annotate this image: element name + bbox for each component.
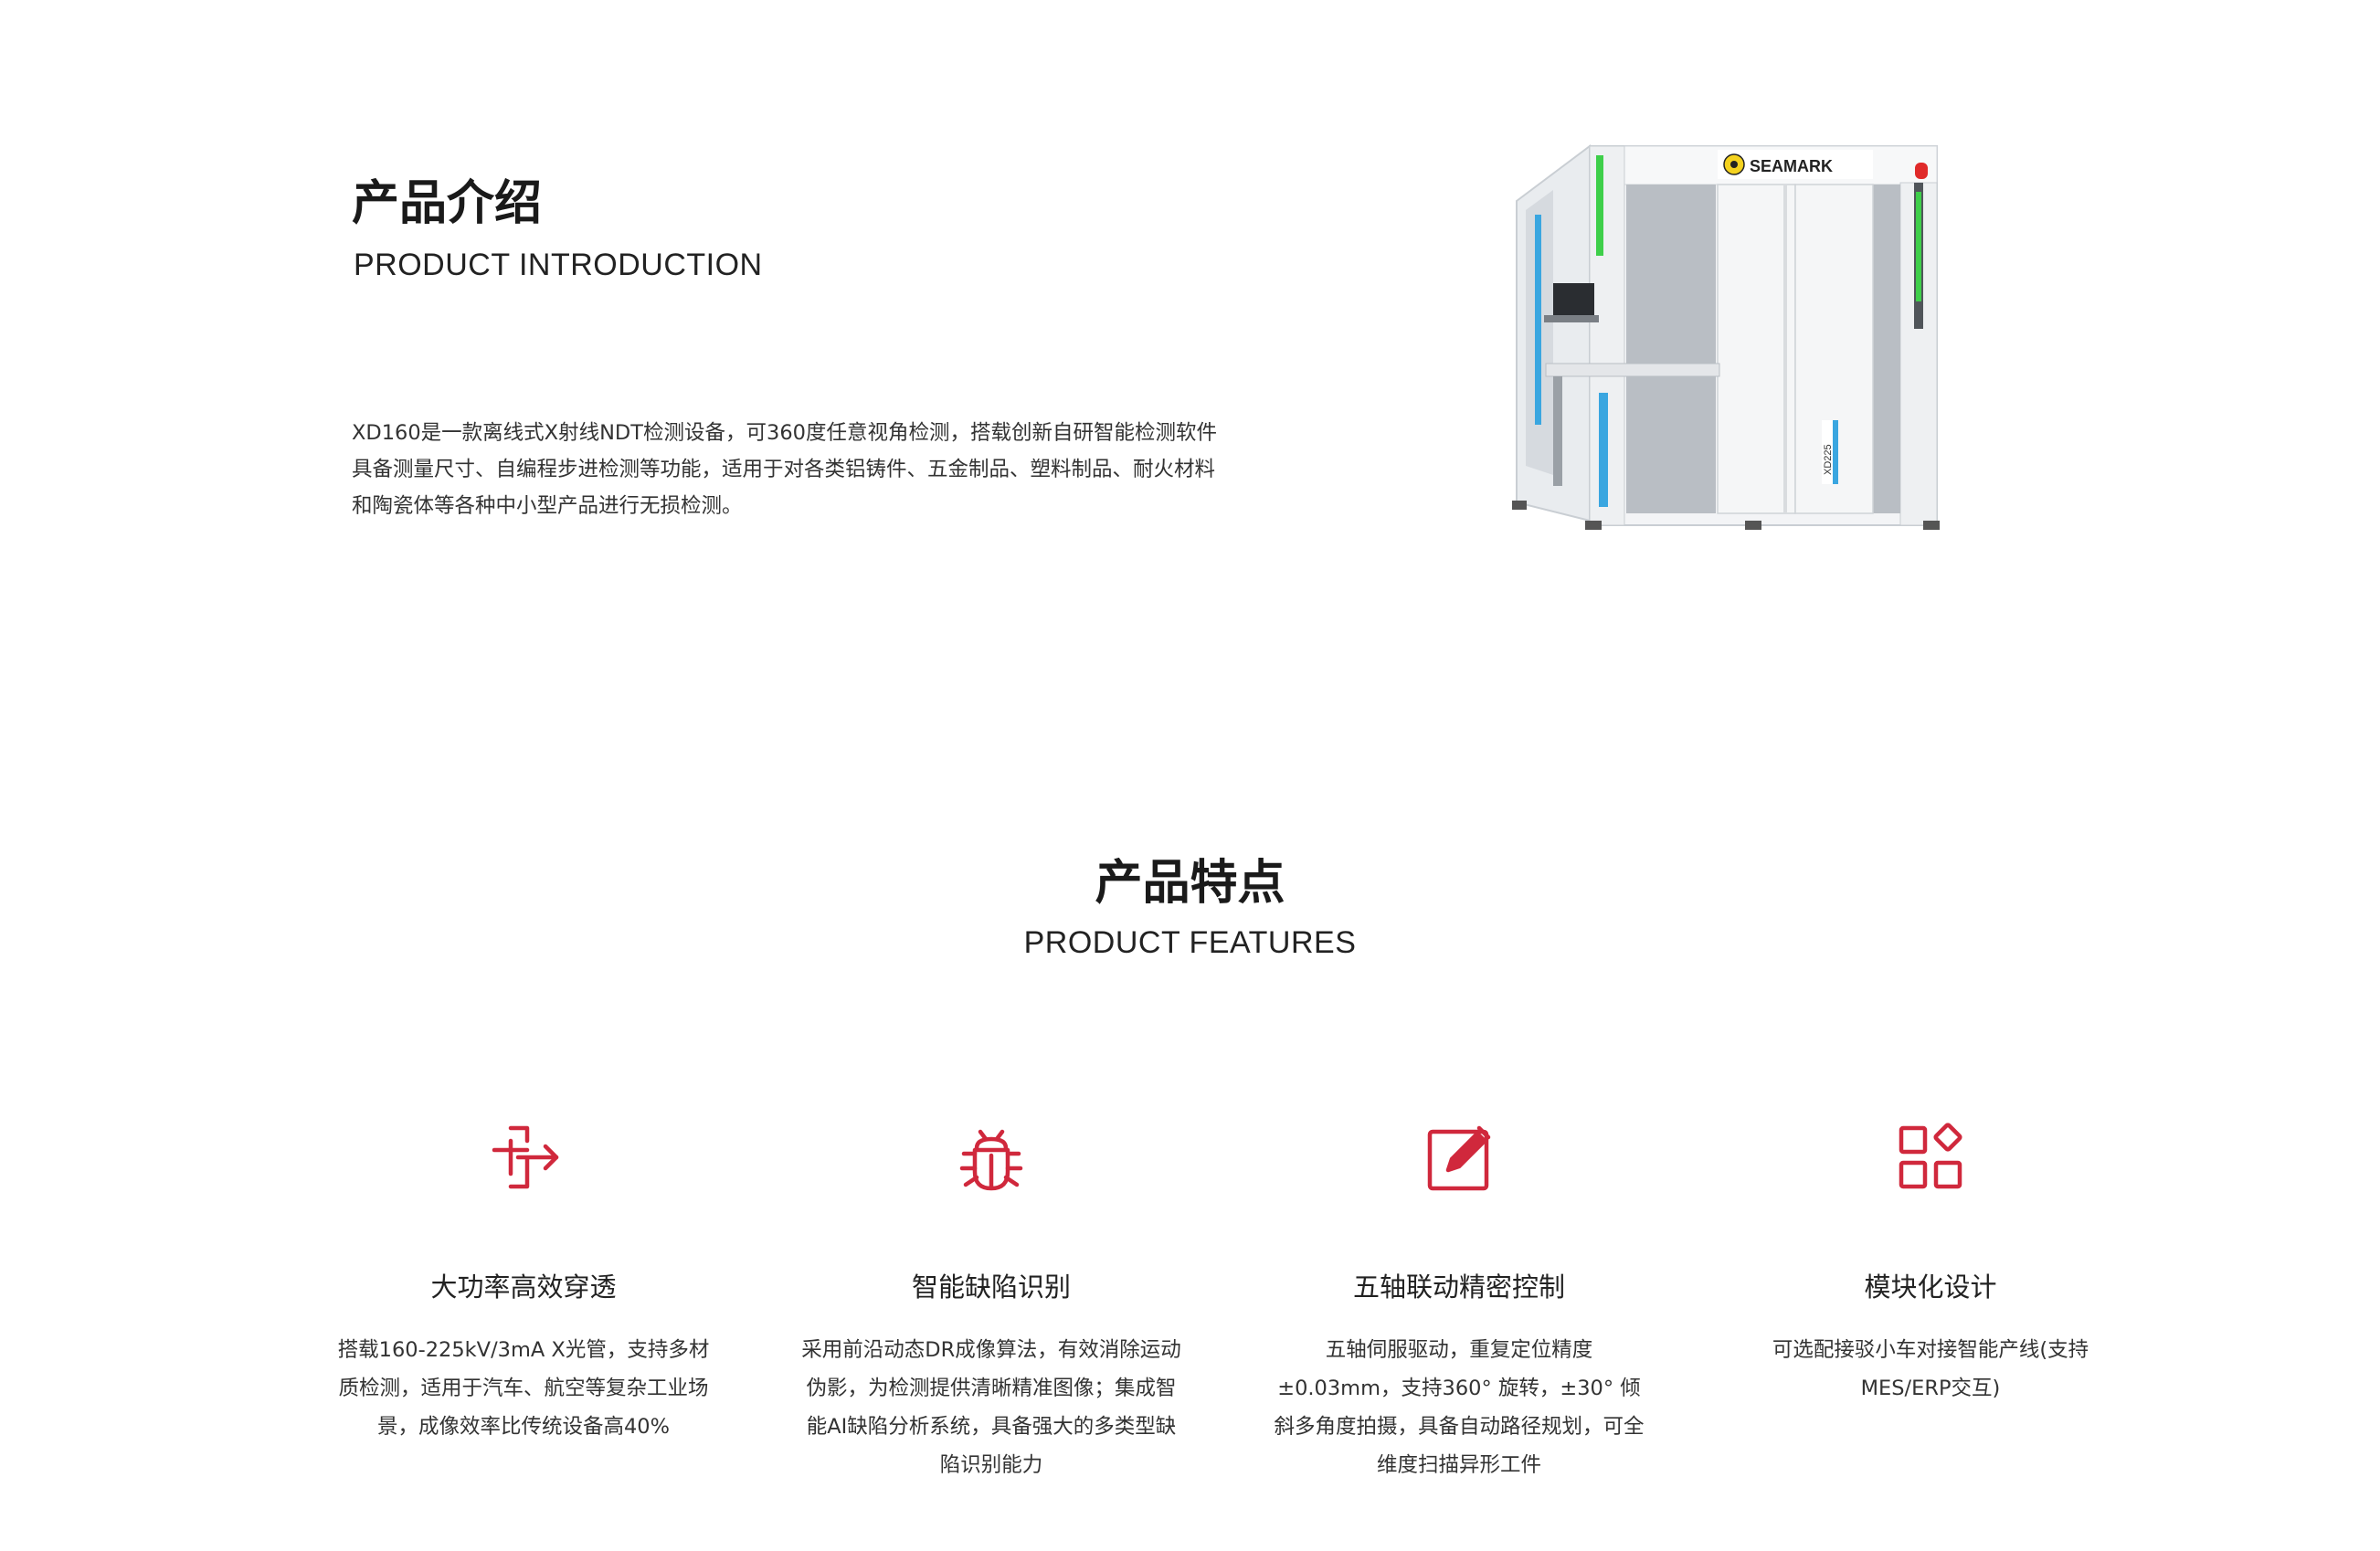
feature-name: 模块化设计 <box>1864 1271 1997 1303</box>
penetrate-arrow-icon <box>492 1125 559 1189</box>
feature-card-penetration: 大功率高效穿透 搭载160-225kV/3mA X光管，支持多材质检测，适用于汽… <box>313 1119 734 1446</box>
intro-description: XD160是一款离线式X射线NDT检测设备，可360度任意视角检测，搭载创新自研… <box>352 421 1217 518</box>
feature-text: 可选配接驳小车对接智能产线(支持MES/ERP交互) <box>1772 1338 2089 1400</box>
feature-text: 五轴伺服驱动，重复定位精度±0.03mm，支持360° 旋转，±30° 倾斜多角… <box>1274 1338 1645 1477</box>
intro-subtitle: PRODUCT INTRODUCTION <box>354 248 763 282</box>
feature-card-control: 五轴联动精密控制 五轴伺服驱动，重复定位精度±0.03mm，支持360° 旋转，… <box>1249 1119 1669 1484</box>
feature-text: 搭载160-225kV/3mA X光管，支持多材质检测，适用于汽车、航空等复杂工… <box>337 1338 710 1439</box>
bug-icon <box>959 1129 1023 1191</box>
feature-text: 采用前沿动态DR成像算法，有效消除运动伪影，为检测提供清晰精准图像；集成智能AI… <box>801 1338 1181 1477</box>
feature-card-modular: 模块化设计 可选配接驳小车对接智能产线(支持MES/ERP交互) <box>1720 1119 2141 1408</box>
machine-brand: SEAMARK <box>1750 157 1833 175</box>
feature-name: 五轴联动精密控制 <box>1352 1271 1565 1303</box>
feature-name: 大功率高效穿透 <box>430 1271 617 1303</box>
feature-name: 智能缺陷识别 <box>911 1271 1071 1303</box>
machine-model: XD225 <box>1823 444 1834 475</box>
edit-icon <box>1427 1125 1491 1191</box>
features-subtitle: PRODUCT FEATURES <box>1023 925 1357 960</box>
features-title: 产品特点 <box>1095 856 1285 911</box>
product-image: SEAMARK XD225 <box>1512 144 1940 530</box>
intro-title: 产品介绍 <box>352 176 543 231</box>
feature-card-defect: 智能缺陷识别 采用前沿动态DR成像算法，有效消除运动伪影，为检测提供清晰精准图像… <box>781 1119 1201 1484</box>
modules-icon <box>1899 1123 1962 1189</box>
